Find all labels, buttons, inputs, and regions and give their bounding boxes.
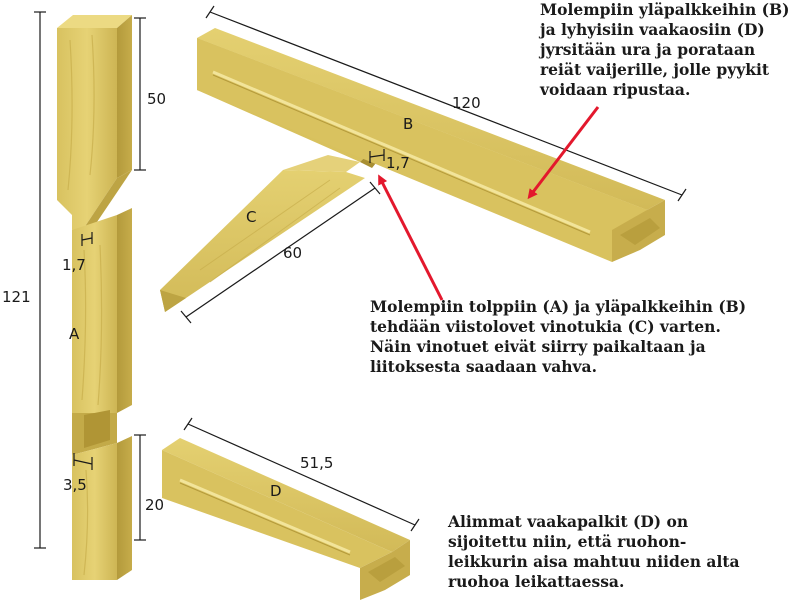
beam-d-groove-shadow <box>179 482 351 556</box>
part-label-b: B <box>403 115 413 133</box>
beam-b-front-body <box>197 38 647 262</box>
post-a-middle-side <box>117 208 132 413</box>
label-beam-notch: 1,7 <box>386 154 410 172</box>
arrow-to-groove <box>527 106 600 200</box>
dim-120-t2 <box>677 188 687 202</box>
post-a-lower-side <box>117 436 132 580</box>
dim-slot <box>73 459 93 465</box>
note-middle-line: liitoksesta saadaan vahva. <box>370 357 597 376</box>
beam-b-top-face <box>197 28 665 210</box>
dim-51-t2 <box>410 518 420 532</box>
beam-b-groove <box>212 70 591 234</box>
label-post-top: 50 <box>147 90 166 108</box>
part-label-d: D <box>270 482 282 500</box>
dimension-lines <box>34 5 687 549</box>
note-top-line: ja lyhyisiin vaakaosiin (D) <box>540 20 765 39</box>
note-middle-line: tehdään viistolovet vinotukia (C) varten… <box>370 317 721 336</box>
dim-post-notch <box>81 237 93 241</box>
dim-120-line <box>209 11 683 196</box>
note-bottom-line: ruohoa leikattaessa. <box>448 572 625 591</box>
beam-d-front-face <box>162 450 392 568</box>
post-a-notch-bevel <box>84 170 132 228</box>
post-a-middle-front <box>72 215 117 413</box>
post-a-slot-inner <box>84 410 110 448</box>
note-top-line: reiät vaijerille, jolle pyykit <box>540 60 770 79</box>
callout-arrows <box>378 106 600 301</box>
dim-120-t1 <box>205 5 215 19</box>
post-a <box>57 15 132 580</box>
label-brace-length: 60 <box>283 244 302 262</box>
post-a-upper-side <box>117 15 132 178</box>
label-post-height: 121 <box>2 288 31 306</box>
beam-b-groove-shadow <box>212 74 591 236</box>
note-top: Molempiin yläpalkkeihin (B) ja lyhyisiin… <box>540 0 789 100</box>
note-bottom-line: leikkurin aisa mahtuu niiden alta <box>448 552 740 571</box>
note-middle-line: Näin vinotuet eivät siirry paikaltaan ja <box>370 337 706 356</box>
label-post-bottom: 20 <box>145 496 164 514</box>
label-beam-length: 120 <box>452 94 481 112</box>
part-label-a: A <box>69 325 80 343</box>
brace-c-grain <box>199 179 341 283</box>
beam-d-groove <box>179 478 351 554</box>
brace-c-front-face <box>160 170 365 312</box>
dim-60-t2 <box>369 181 381 195</box>
arrow-to-notch <box>378 174 444 301</box>
beam-b-end-core <box>620 218 660 245</box>
post-a-top-face <box>57 15 132 28</box>
note-top-line: jyrsitään ura ja porataan <box>540 40 756 59</box>
note-bottom-line: Alimmat vaakapalkit (D) on <box>448 512 689 531</box>
beam-d <box>162 438 410 600</box>
dim-51-line <box>187 423 416 526</box>
dim-60-line <box>185 187 376 318</box>
beam-d-top-face <box>162 438 410 552</box>
note-middle: Molempiin tolppiin (A) ja yläpalkkeihin … <box>370 297 746 377</box>
brace-c-top-face <box>283 155 360 172</box>
dim-beam-notch <box>369 154 385 158</box>
post-a-lower-front <box>72 443 117 580</box>
dim-60-t1 <box>180 310 192 324</box>
note-top-line: Molempiin yläpalkkeihin (B) <box>540 0 790 19</box>
post-a-grain <box>67 34 103 576</box>
note-top-line: voidaan ripustaa. <box>540 80 691 99</box>
dim-51-t1 <box>183 417 193 431</box>
label-beam-d-length: 51,5 <box>300 454 333 472</box>
brace-c <box>160 155 365 312</box>
beam-b <box>197 28 665 262</box>
note-middle-line: Molempiin tolppiin (A) ja yläpalkkeihin … <box>370 297 747 316</box>
note-bottom: Alimmat vaakapalkit (D) on sijoitettu ni… <box>448 512 740 592</box>
note-bottom-line: sijoitettu niin, että ruohon- <box>448 532 687 551</box>
brace-c-end-face <box>160 290 186 312</box>
beam-d-end-core <box>368 557 405 582</box>
label-post-slot: 3,5 <box>63 476 87 494</box>
part-label-c: C <box>246 208 256 226</box>
label-post-notch: 1,7 <box>62 256 86 274</box>
